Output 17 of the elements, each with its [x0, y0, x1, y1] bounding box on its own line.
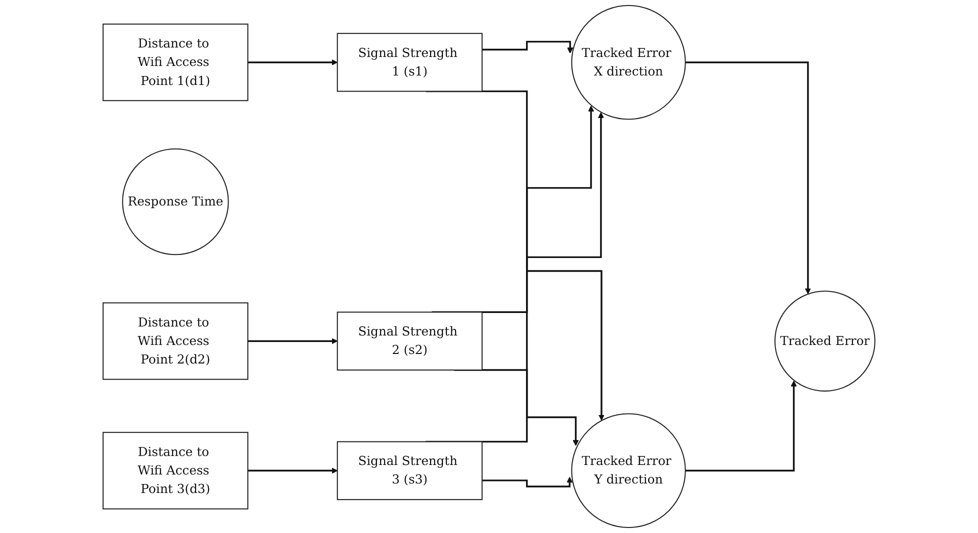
arrow: [482, 40, 574, 54]
arrow: [248, 338, 338, 344]
node-box: Signal Strength 1 (s1): [336, 32, 483, 92]
node-box: Distance to Wifi Access Point 1(d1): [102, 24, 248, 102]
node-circle: Tracked Error Y direction: [571, 413, 686, 528]
arrow: [685, 380, 797, 472]
arrow: [248, 468, 338, 474]
node-box: Signal Strength 3 (s3): [336, 441, 483, 500]
node-circle: Tracked Error: [774, 290, 876, 392]
node-circle: Response Time: [122, 148, 229, 256]
arrow: [248, 59, 338, 66]
node-box: Signal Strength 2 (s2): [336, 312, 483, 371]
arrow: [482, 476, 573, 488]
node-box: Distance to Wifi Access Point 2(d2): [102, 302, 248, 380]
node-circle: Tracked Error X direction: [571, 5, 686, 120]
arrow: [685, 62, 811, 294]
node-box: Distance to Wifi Access Point 3(d3): [102, 432, 248, 510]
